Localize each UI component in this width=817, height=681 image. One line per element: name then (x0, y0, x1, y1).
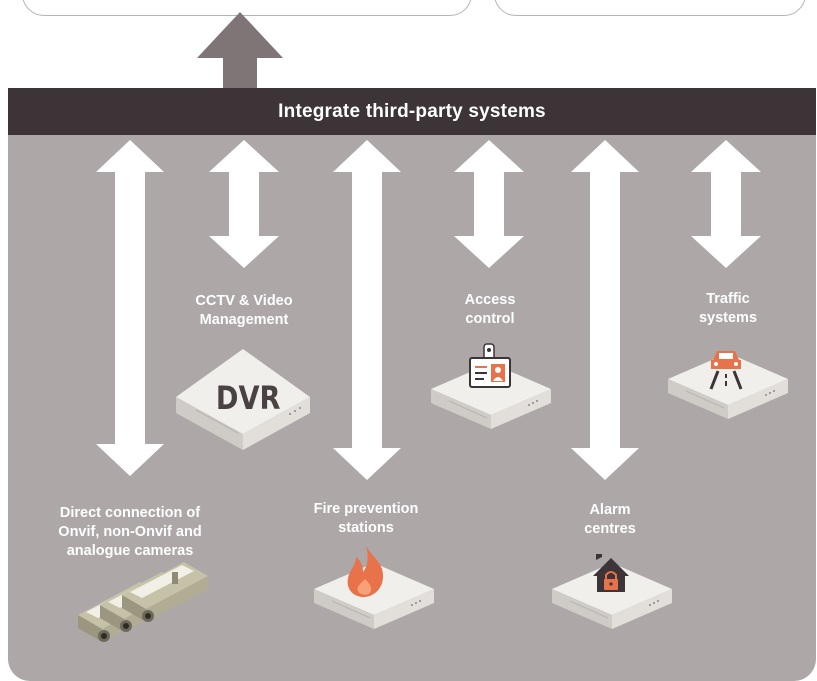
double-arrow-alarm (571, 140, 639, 480)
label-fire-line-1: Fire prevention (313, 501, 419, 517)
up-arrow (197, 12, 283, 88)
label-cameras: Direct connection of Onvif, non-Onvif an… (14, 504, 246, 561)
label-access-line-1: Access (464, 292, 516, 308)
label-cctv-line-1: CCTV & Video (195, 293, 293, 309)
label-cameras-line-1: Direct connection of (59, 505, 201, 521)
label-alarm-line-1: Alarm (589, 502, 631, 518)
dvr-text: DVR (216, 380, 281, 418)
label-traffic-line-2: systems (698, 310, 758, 326)
car-road-icon (709, 351, 743, 390)
label-traffic: Traffic systems (678, 290, 778, 328)
label-cctv-line-2: Management (199, 312, 289, 328)
double-arrow-access (454, 140, 524, 268)
cameras-icon (78, 562, 208, 642)
label-fire: Fire prevention stations (290, 500, 442, 538)
double-arrow-cameras (96, 140, 164, 476)
id-badge-icon (469, 343, 511, 388)
header-band: Integrate third-party systems (8, 88, 816, 135)
dvr-icon: DVR (176, 349, 310, 450)
label-access: Access control (440, 291, 540, 329)
label-access-line-2: control (465, 311, 515, 327)
label-fire-line-2: stations (338, 520, 394, 536)
header-title: Integrate third-party systems (278, 100, 546, 122)
label-cameras-line-3: analogue cameras (66, 543, 194, 559)
label-alarm: Alarm centres (560, 501, 660, 539)
house-lock-icon (593, 554, 629, 592)
double-arrow-cctv (209, 140, 279, 268)
double-arrow-fire (333, 140, 401, 480)
label-alarm-line-2: centres (584, 521, 636, 537)
label-traffic-line-1: Traffic (706, 291, 750, 307)
label-cctv: CCTV & Video Management (160, 292, 328, 330)
double-arrow-traffic (691, 140, 761, 268)
label-cameras-line-2: Onvif, non-Onvif and (58, 524, 202, 540)
fire-icon (347, 546, 384, 598)
